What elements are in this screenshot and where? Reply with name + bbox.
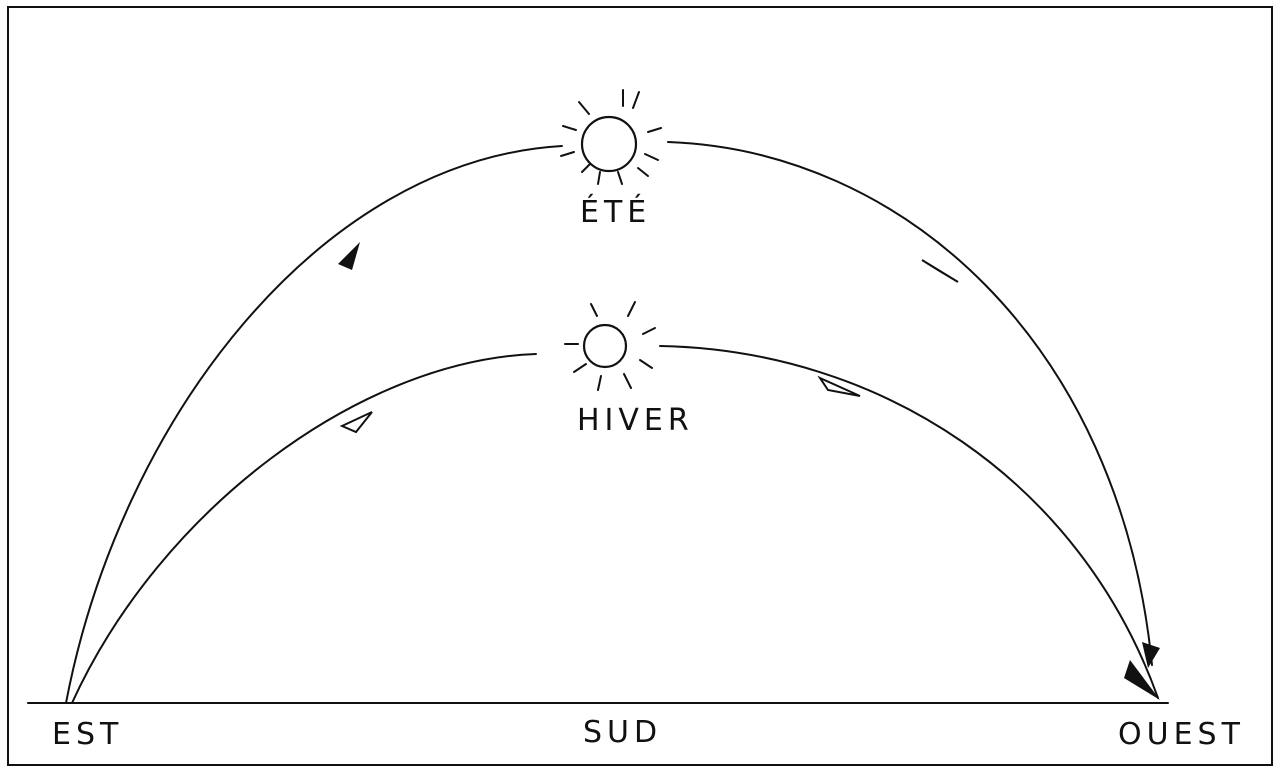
east-label: EST — [52, 717, 123, 752]
winter-arc-rising — [71, 353, 537, 704]
winter-set-arrow — [817, 375, 861, 397]
summer-rise-arrow — [338, 242, 360, 270]
winter-rise-arrow — [339, 411, 373, 434]
winter-label: HIVER — [577, 403, 694, 438]
winter-sun-icon — [564, 301, 656, 391]
summer-arc-setting — [667, 141, 1153, 666]
summer-label: ÉTÉ — [580, 194, 651, 230]
west-label: OUEST — [1118, 717, 1245, 752]
winter-end-arrow — [1124, 660, 1160, 700]
winter-arc-setting — [659, 345, 1159, 699]
figure-border — [7, 6, 1273, 766]
south-label: SUD — [583, 715, 662, 750]
summer-sun-icon — [560, 89, 662, 185]
summer-set-arrow — [921, 259, 959, 283]
summer-end-arrow — [1142, 642, 1160, 668]
summer-arc-rising — [65, 145, 563, 704]
